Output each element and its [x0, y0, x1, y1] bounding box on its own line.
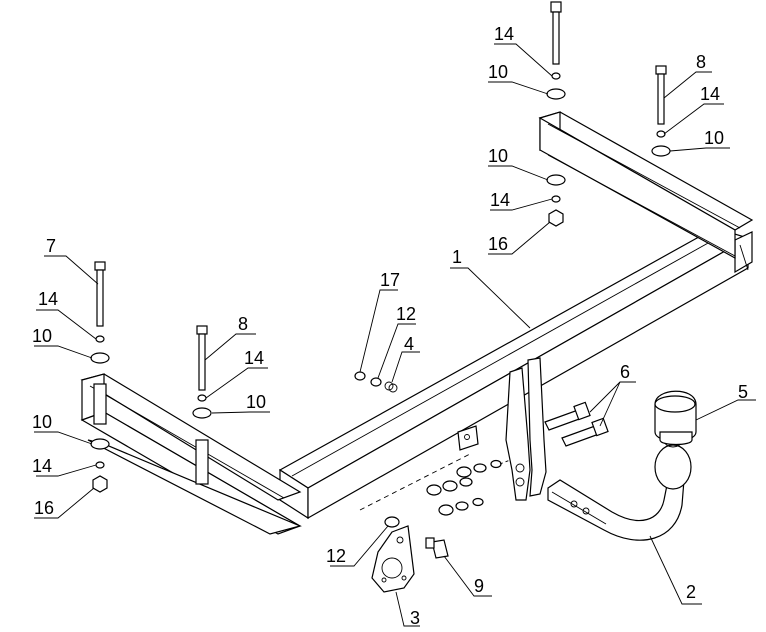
washer-12-mid	[370, 377, 382, 387]
nut-right	[548, 209, 564, 227]
washer-left-bottom	[90, 438, 110, 450]
label-frame: 1	[452, 247, 462, 267]
label-washer-12-mid: 12	[396, 304, 416, 324]
label-nut-16-right: 16	[488, 234, 508, 254]
ball-cover	[654, 390, 697, 446]
label-nut-16-left: 16	[34, 498, 54, 518]
label-spring-14-e: 14	[490, 190, 510, 210]
ball-bolt-upper	[544, 401, 591, 431]
washer-top-a	[546, 88, 566, 100]
label-spring-14-c: 14	[244, 348, 264, 368]
socket-plate	[371, 525, 415, 593]
label-bolt-8-right: 8	[696, 52, 706, 72]
spring-washer-left-bottom	[95, 461, 105, 469]
spring-washer-top-b	[551, 195, 561, 203]
label-ball-bolts: 6	[620, 362, 630, 382]
socket-bolt	[425, 537, 449, 559]
spring-washer-left-top	[95, 335, 105, 343]
label-washer-12-bottom: 12	[326, 546, 346, 566]
bolt-top-right-main	[550, 1, 562, 65]
label-socket-plate: 3	[410, 608, 420, 627]
label-washer-10-a: 10	[32, 326, 52, 346]
bolt-8-right	[655, 65, 667, 125]
label-bolt-7: 7	[46, 236, 56, 256]
frame-left-arm	[80, 373, 302, 535]
washer-12-bottom	[384, 516, 400, 528]
label-ball-cover: 5	[738, 382, 748, 402]
part-number-labels: 1 2 3 4 5 6 7 8 8 9 10 10 10 10 10 10 12…	[32, 24, 748, 628]
label-bolt-8-left: 8	[238, 314, 248, 334]
spring-4	[384, 381, 398, 393]
leader-lines	[34, 43, 756, 627]
label-spring-14-f: 14	[700, 84, 720, 104]
spring-washer-top-a	[551, 72, 561, 80]
washer-top-b	[546, 174, 566, 186]
label-washer-10-f: 10	[704, 128, 724, 148]
bolt-8-left	[196, 325, 208, 391]
washer-right	[651, 145, 671, 157]
ball-bolt-lower	[561, 417, 609, 447]
washer-left-top	[90, 352, 110, 364]
label-washer-10-b: 10	[32, 412, 52, 432]
label-nut-17: 17	[380, 270, 400, 290]
label-socket-bolt: 9	[474, 576, 484, 596]
nut-left	[92, 475, 108, 493]
washer-mid	[192, 407, 212, 419]
label-ball-neck: 2	[686, 582, 696, 602]
label-spring-14-d: 14	[494, 24, 514, 44]
nut-washer-cluster	[359, 453, 511, 516]
bolt-7	[94, 261, 106, 327]
label-washer-10-d: 10	[488, 62, 508, 82]
frame-right-arm	[538, 111, 754, 260]
label-spring-washer: 4	[404, 334, 414, 354]
mounting-plate	[457, 425, 479, 451]
label-washer-10-e: 10	[488, 146, 508, 166]
ball-neck	[547, 436, 692, 541]
label-spring-14-a: 14	[38, 289, 58, 309]
spring-washer-mid	[197, 394, 207, 402]
hitch-bracket	[505, 357, 547, 501]
label-spring-14-b: 14	[32, 456, 52, 476]
spring-washer-right	[656, 130, 666, 138]
nut-17	[354, 371, 366, 381]
label-washer-10-c: 10	[246, 392, 266, 412]
